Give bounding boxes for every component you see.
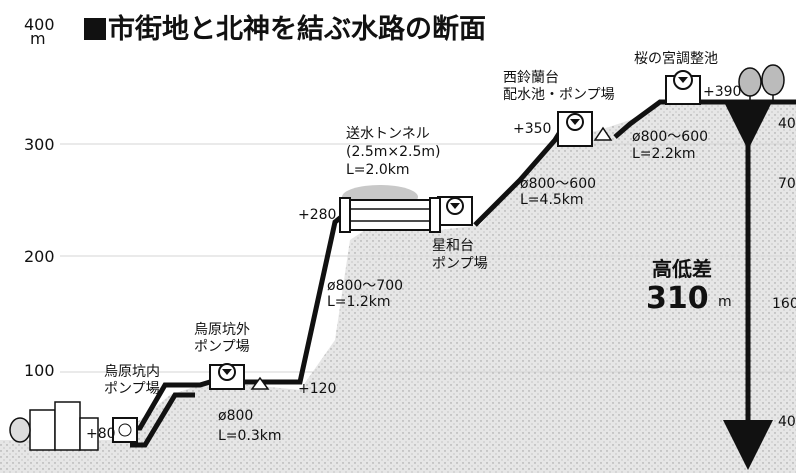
elevation-80: +80 — [86, 426, 116, 442]
station-karasuhara-inner-line1: 烏原坑内 — [104, 363, 160, 380]
pipeline-route-second — [130, 392, 195, 448]
pipe-4-diameter: ø800～600 — [632, 129, 708, 145]
pipe-2-length: L=1.2km — [327, 294, 391, 310]
right-edge-number-1: 40 — [778, 116, 796, 132]
station-nishisuzurandai-line2: 配水池・ポンプ場 — [503, 87, 615, 103]
station-karasuhara-outer-line2: ポンプ場 — [194, 339, 250, 355]
height-difference-value: 310 — [646, 281, 709, 316]
station-seiwadai-line2: ポンプ場 — [432, 256, 488, 272]
station-seiwadai-icon — [437, 196, 473, 226]
elevation-390: +390 — [703, 84, 741, 100]
pipe-1-length: L=0.3km — [218, 428, 282, 444]
elevation-350: +350 — [513, 121, 551, 137]
station-karasuhara-outer-line1: 烏原坑外 — [194, 321, 250, 338]
diagram-title: 市街地と北神を結ぶ水路の断面 — [108, 13, 486, 45]
ground-profile — [0, 100, 796, 473]
elevation-120: +120 — [298, 381, 336, 397]
water-tunnel-icon — [339, 185, 441, 233]
height-difference-unit: m — [718, 294, 732, 310]
station-karasuhara-inner-icon — [112, 417, 138, 443]
right-edge-number-3: 160 — [772, 296, 796, 312]
y-tick-300: 300 — [24, 135, 55, 154]
pipe-3-length: L=4.5km — [520, 192, 584, 208]
y-axis-max: 400 — [24, 15, 55, 34]
pipe-2-diameter: ø800～700 — [327, 278, 403, 294]
tunnel-name: 送水トンネル — [346, 126, 430, 142]
pipe-1-diameter: ø800 — [218, 408, 253, 424]
y-tick-100: 100 — [24, 361, 55, 380]
trees-icon — [738, 64, 785, 103]
elevation-280: +280 — [298, 207, 336, 223]
station-nishisuzurandai-icon — [557, 111, 613, 147]
grid-lines — [60, 143, 796, 373]
pipe-3-diameter: ø800～600 — [520, 176, 596, 192]
city-buildings-icon — [9, 401, 99, 451]
right-edge-number-2: 70 — [778, 176, 796, 192]
title-marker — [84, 18, 106, 40]
y-axis-unit: m — [30, 29, 46, 48]
station-karasuhara-outer-icon — [209, 363, 270, 390]
tunnel-size: (2.5m×2.5m) — [346, 144, 440, 160]
tunnel-length: L=2.0km — [346, 162, 410, 178]
station-seiwadai-line1: 星和台 — [432, 238, 474, 254]
y-tick-200: 200 — [24, 247, 55, 266]
station-nishisuzurandai-line1: 西鈴蘭台 — [503, 70, 559, 86]
station-sakuranomiya-icon — [665, 70, 701, 105]
height-difference-label: 高低差 — [652, 257, 712, 281]
pipe-4-length: L=2.2km — [632, 146, 696, 162]
right-edge-number-4: 40 — [778, 414, 796, 430]
station-karasuhara-inner-line2: ポンプ場 — [104, 381, 160, 397]
station-sakuranomiya-label: 桜の宮調整池 — [634, 51, 718, 67]
